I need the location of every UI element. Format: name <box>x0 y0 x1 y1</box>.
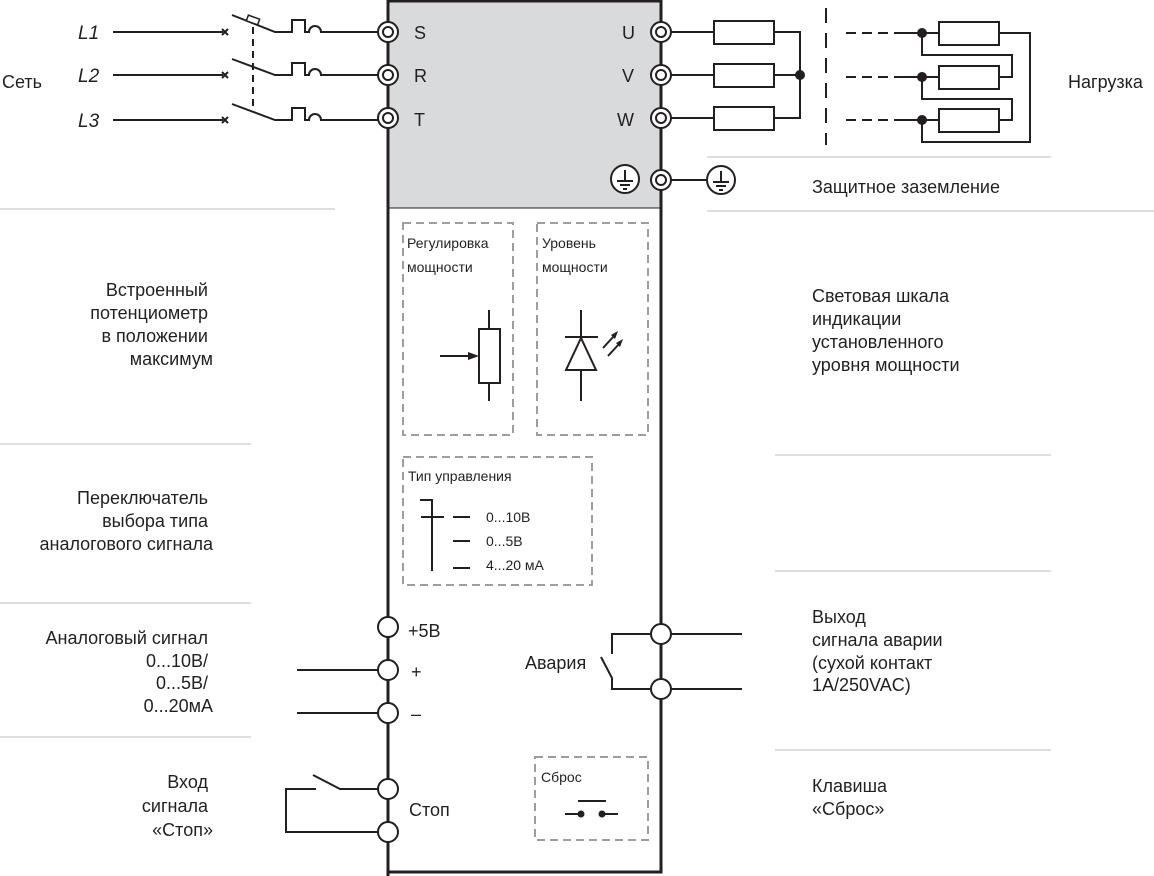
terminal-u-label: U <box>622 23 635 43</box>
switch-latch-icon <box>245 14 261 26</box>
ground-label: Защитное заземление <box>812 177 1000 197</box>
input-terminals <box>377 21 399 129</box>
svg-text:Регулировка мощности: Регулировка мощности <box>407 235 492 275</box>
alarm-contact <box>600 623 742 700</box>
option-0-5v: 0...5В <box>486 533 523 549</box>
terminal-w-label: W <box>617 110 634 130</box>
terminal-t-label: T <box>414 110 425 130</box>
terminal-v-label: V <box>622 66 634 86</box>
terminal-5v-label: +5В <box>408 621 441 641</box>
load-label: Нагрузка <box>1068 72 1144 92</box>
power-adjust-panel: Регулировка мощности <box>402 222 514 436</box>
analog-signal-description: Аналоговый сигнал 0...10В/ 0...5В/ 0...2… <box>46 628 214 716</box>
reset-button[interactable]: Сброс <box>534 756 649 841</box>
selector-switch-icon <box>420 499 470 571</box>
terminal-r-label: R <box>414 66 427 86</box>
phase-l1-label: L1 <box>78 23 99 44</box>
phase-l2-label: L2 <box>78 66 100 87</box>
option-0-10v: 0...10В <box>486 509 530 525</box>
device-box <box>386 0 663 876</box>
potentiometer-icon <box>440 310 501 401</box>
phase-l3-label: L3 <box>78 111 100 132</box>
load-circuit <box>650 8 1031 145</box>
terminal-stop-label: Стоп <box>409 800 450 820</box>
network-label: Сеть <box>2 72 42 92</box>
svg-text:Тип управления: Тип управления <box>408 468 512 484</box>
control-terminals <box>285 616 399 843</box>
led-icon <box>564 310 623 401</box>
ground-icon <box>610 164 736 195</box>
terminal-plus-label: + <box>411 662 422 682</box>
light-scale-description: Световая шкала индикации установленного … <box>812 286 960 375</box>
svg-text:Сброс: Сброс <box>541 769 582 785</box>
reset-key-description: Клавиша «Сброс» <box>812 776 892 819</box>
power-level-panel: Уровень мощности <box>536 222 649 436</box>
separator-lines <box>0 156 1154 751</box>
terminal-minus-label: – <box>411 704 421 724</box>
stop-input-description: Вход сигнала «Стоп» <box>142 772 213 840</box>
terminal-s-label: S <box>414 23 426 43</box>
control-type-panel: Тип управления 0...10В 0...5В 4...20 мА <box>402 456 593 586</box>
mains-circuit <box>113 14 378 124</box>
push-button-icon <box>565 800 618 818</box>
alarm-output-description: Выход сигнала аварии (сухой контакт 1А/2… <box>812 607 948 695</box>
signal-switch-description: Переключатель выбора типа аналогового си… <box>40 488 214 554</box>
alarm-label: Авария <box>525 653 586 673</box>
option-4-20ma: 4...20 мА <box>486 557 545 573</box>
potentiometer-description: Встроенный потенциометр в положении макс… <box>90 280 213 369</box>
svg-text:Уровень мощности: Уровень мощности <box>542 235 608 275</box>
